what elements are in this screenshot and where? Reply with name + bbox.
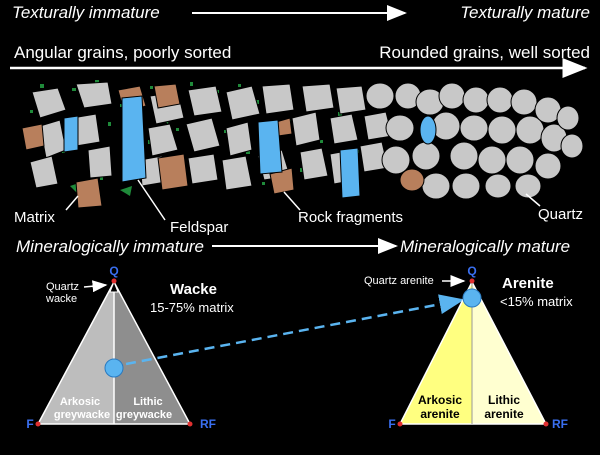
feldspar-label: Feldspar	[170, 219, 228, 236]
feldspar-pointer	[137, 179, 166, 221]
rounded-grains-label: Rounded grains, well sorted	[379, 43, 590, 62]
arenite-triangle: Q F RF Quartz arenite Arenite <15% matri…	[364, 264, 573, 431]
quartz-wacke-arrow	[83, 280, 108, 293]
arenite-q-label: Q	[467, 264, 476, 278]
quartz-wacke-label-2: wacke	[45, 293, 77, 305]
arkosic-arenite-label-2: arenite	[420, 407, 460, 421]
wacke-triangle: Q F RF Quartz wacke Wacke 15-75% matrix …	[26, 264, 234, 431]
arenite-composition-point	[462, 288, 482, 308]
arenite-q-vertex-icon	[469, 278, 475, 284]
arenite-subtitle: <15% matrix	[500, 294, 573, 309]
quartz-arenite-label: Quartz arenite	[364, 275, 434, 287]
textural-immature-label: Texturally immature	[12, 3, 160, 22]
lithic-greywacke-label-1: Lithic	[133, 396, 162, 408]
rock-fragments-pointer	[283, 191, 301, 211]
mineralogically-mature-label: Mineralogically mature	[400, 237, 570, 256]
quartz-wacke-label-1: Quartz	[46, 281, 79, 293]
lithic-greywacke-label-2: greywacke	[116, 409, 172, 421]
rock-fragment-grains	[21, 83, 425, 209]
wacke-rf-vertex-icon	[187, 421, 193, 427]
wacke-to-arenite-dashed-arrow	[125, 294, 465, 366]
arenite-rf-vertex-icon	[543, 421, 549, 427]
arkosic-arenite-label-1: Arkosic	[418, 393, 462, 407]
matrix-pointer	[65, 195, 79, 211]
arenite-outline	[398, 280, 548, 425]
arkosic-greywacke-label-2: greywacke	[54, 409, 110, 421]
feldspar-grains	[63, 95, 437, 199]
wacke-q-vertex-icon	[111, 278, 117, 284]
arenite-title: Arenite	[502, 275, 554, 292]
wacke-composition-point	[104, 358, 124, 378]
quartz-wacke-apex	[109, 280, 119, 293]
quartz-label: Quartz	[538, 206, 583, 223]
grain-illustration	[21, 80, 584, 209]
lithic-arenite-label-1: Lithic	[488, 393, 520, 407]
wacke-rf-label: RF	[200, 417, 216, 431]
quartz-pointer	[525, 193, 541, 207]
matrix-label: Matrix	[14, 209, 55, 226]
rock-fragments-label: Rock fragments	[298, 209, 403, 226]
arenite-f-label: F	[388, 417, 395, 431]
lithic-arenite-label-2: arenite	[484, 407, 524, 421]
wacke-q-label: Q	[109, 264, 118, 278]
arenite-rf-label: RF	[552, 417, 568, 431]
mineralogically-immature-label: Mineralogically immature	[16, 237, 204, 256]
quartz-grains	[29, 81, 584, 200]
wacke-f-vertex-icon	[35, 421, 41, 427]
textural-mature-label: Texturally mature	[460, 3, 590, 22]
wacke-subtitle: 15-75% matrix	[150, 300, 234, 315]
arkosic-greywacke-label-1: Arkosic	[60, 396, 100, 408]
angular-grains-label: Angular grains, poorly sorted	[14, 43, 231, 62]
arenite-f-vertex-icon	[397, 421, 403, 427]
wacke-title: Wacke	[170, 281, 217, 298]
wacke-f-label: F	[26, 417, 33, 431]
